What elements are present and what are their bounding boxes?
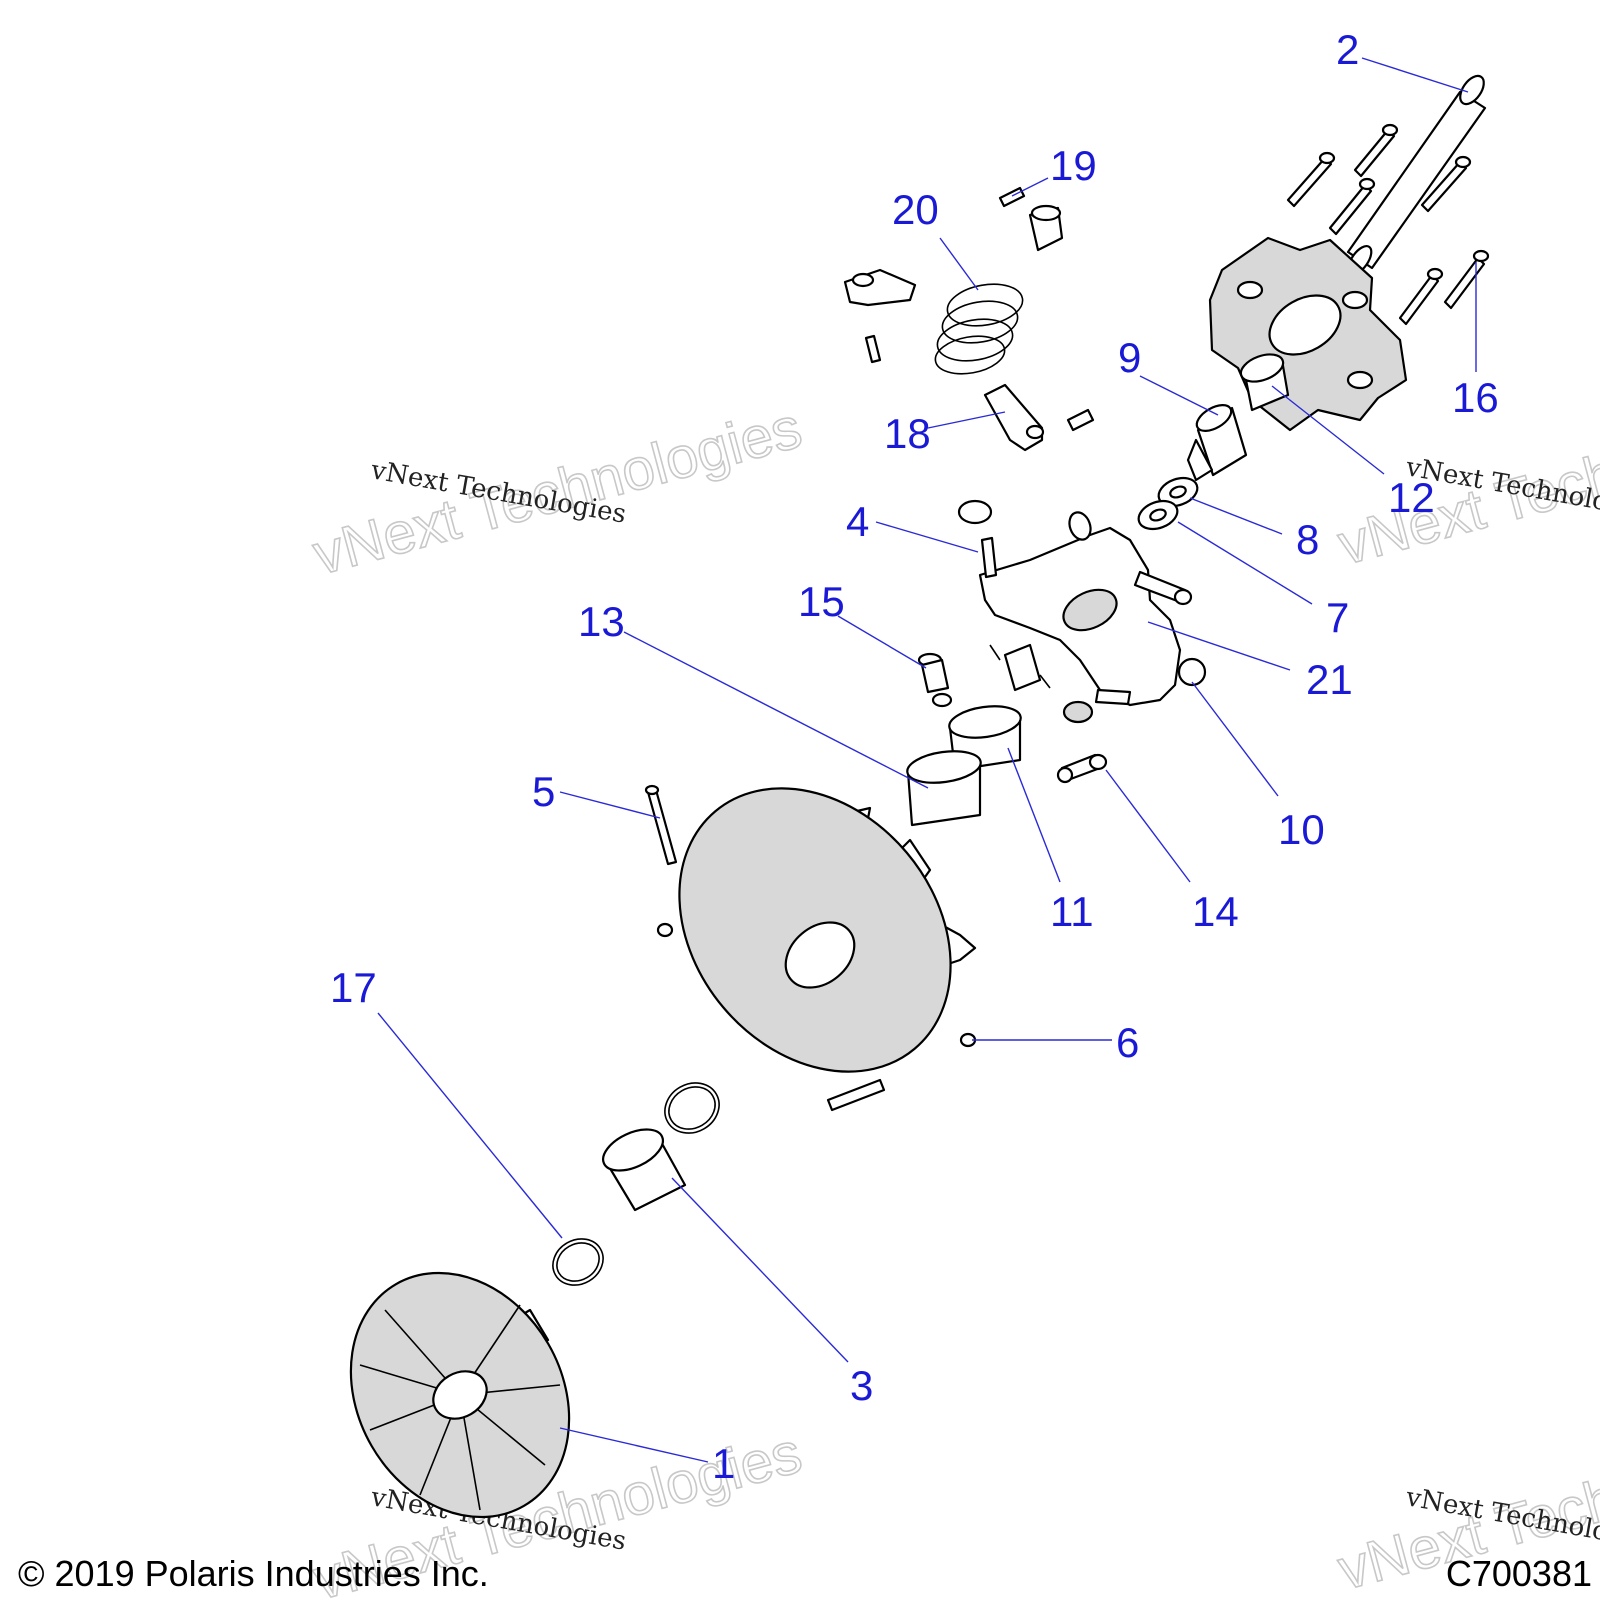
callout-4: 4: [846, 498, 869, 545]
callout-2: 2: [1336, 26, 1359, 73]
part-16-bolts: [1286, 123, 1490, 326]
callout-6: 6: [1116, 1019, 1139, 1066]
part-20-spring: [934, 283, 1024, 375]
copyright-text: © 2019 Polaris Industries Inc.: [18, 1553, 489, 1594]
part-21-housing: [978, 511, 1193, 707]
housing-small-parts: [989, 643, 1094, 724]
callout-11: 11: [1050, 888, 1094, 935]
part-1-stationary-sheave: [349, 1271, 571, 1519]
callout-12: 12: [1388, 474, 1435, 521]
spider-plate: [1208, 236, 1408, 432]
callout-18: 18: [884, 410, 931, 457]
drawing-id: C700381: [1446, 1553, 1592, 1594]
cam-weight-upper: [843, 268, 917, 364]
callout-1: 1: [712, 1440, 735, 1487]
callout-21: 21: [1306, 656, 1353, 703]
callout-17: 17: [330, 964, 377, 1011]
callout-10: 10: [1278, 806, 1325, 853]
callout-19: 19: [1050, 142, 1097, 189]
callout-3: 3: [850, 1362, 873, 1409]
retaining-ring-upper: [664, 1082, 720, 1134]
part-15-bushing: [917, 652, 953, 708]
moveable-sheave: [656, 787, 977, 1073]
part-14-pin: [1056, 753, 1108, 784]
part-12-bushing: [1239, 353, 1290, 412]
callout-13: 13: [578, 598, 625, 645]
part-10-roller: [1177, 657, 1207, 687]
part-18-cam-weight: [983, 383, 1095, 452]
leader-lines: [377, 57, 1477, 1463]
part-3-bushing: [602, 1128, 687, 1212]
callout-7: 7: [1326, 594, 1349, 641]
callout-5: 5: [532, 768, 555, 815]
callouts: 1 2 3 4 5 6 7 8 9 10 11 12 13 14 15 16 1…: [330, 26, 1499, 1487]
callout-15: 15: [798, 578, 845, 625]
callout-16: 16: [1452, 374, 1499, 421]
part-7-washer: [1137, 499, 1179, 531]
part-17-ring: [552, 1238, 604, 1286]
part-9-spacer: [1186, 404, 1248, 482]
callout-14: 14: [1192, 888, 1239, 935]
watermark-top-left: vNext Technologies vNext Technologies: [306, 394, 809, 588]
part-2-shaft: [1346, 74, 1487, 275]
part-8-washer: [1157, 476, 1199, 508]
callout-8: 8: [1296, 516, 1319, 563]
part-13-bushing: [906, 750, 982, 827]
part-19-pin: [998, 186, 1064, 252]
part-5-pin: [644, 784, 678, 866]
callout-9: 9: [1118, 334, 1141, 381]
callout-20: 20: [892, 186, 939, 233]
sheave-pin: [826, 1078, 886, 1112]
part-4-pin: [957, 499, 998, 579]
